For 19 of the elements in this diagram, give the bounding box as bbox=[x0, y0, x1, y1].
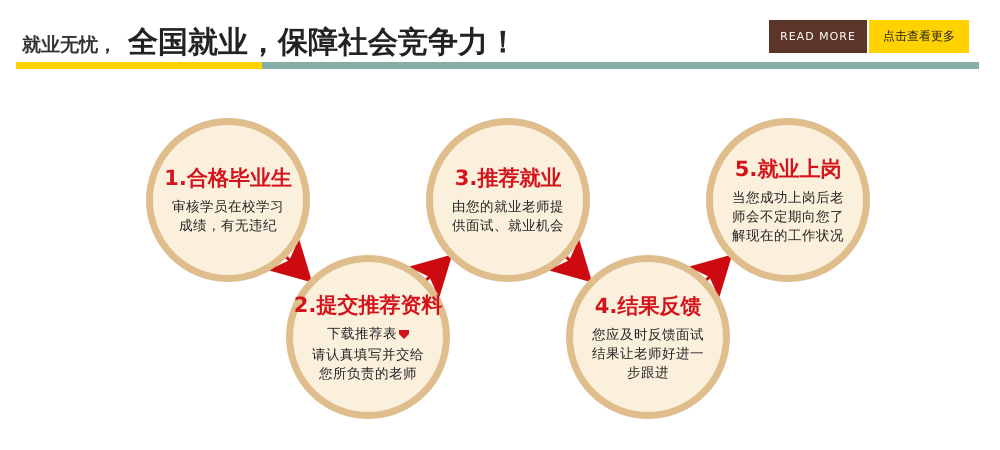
arrow bbox=[408, 253, 454, 298]
step-title: 2.提交推荐资料 bbox=[294, 292, 442, 318]
more-button: 点击查看更多 bbox=[869, 20, 969, 53]
read-more-button: READ MORE bbox=[769, 20, 867, 53]
step-description: 请认真填写并交给您所负责的老师 bbox=[311, 346, 425, 384]
step-description: 当您成功上岗后老师会不定期向您了解现在的工作状况 bbox=[731, 188, 845, 246]
step-title: 5.就业上岗 bbox=[734, 156, 842, 182]
step-description: 由您的就业老师提供面试、就业机会 bbox=[451, 198, 565, 236]
step-title: 4.结果反馈 bbox=[594, 292, 702, 320]
arrow bbox=[548, 238, 594, 284]
arrow bbox=[268, 238, 314, 284]
step-description: 审核学员在校学习成绩，有无违纪 bbox=[171, 198, 285, 236]
subtitle: 就业无忧， bbox=[22, 33, 117, 58]
step-description: 您应及时反馈面试结果让老师好进一步跟进 bbox=[591, 326, 705, 382]
arrow bbox=[688, 253, 734, 298]
title: 全国就业，保障社会竞争力！ bbox=[128, 24, 518, 62]
step-title: 1.合格毕业生 bbox=[164, 165, 292, 192]
step-title: 3.推荐就业 bbox=[454, 165, 562, 192]
download-link: 下载推荐表 bbox=[327, 324, 397, 344]
